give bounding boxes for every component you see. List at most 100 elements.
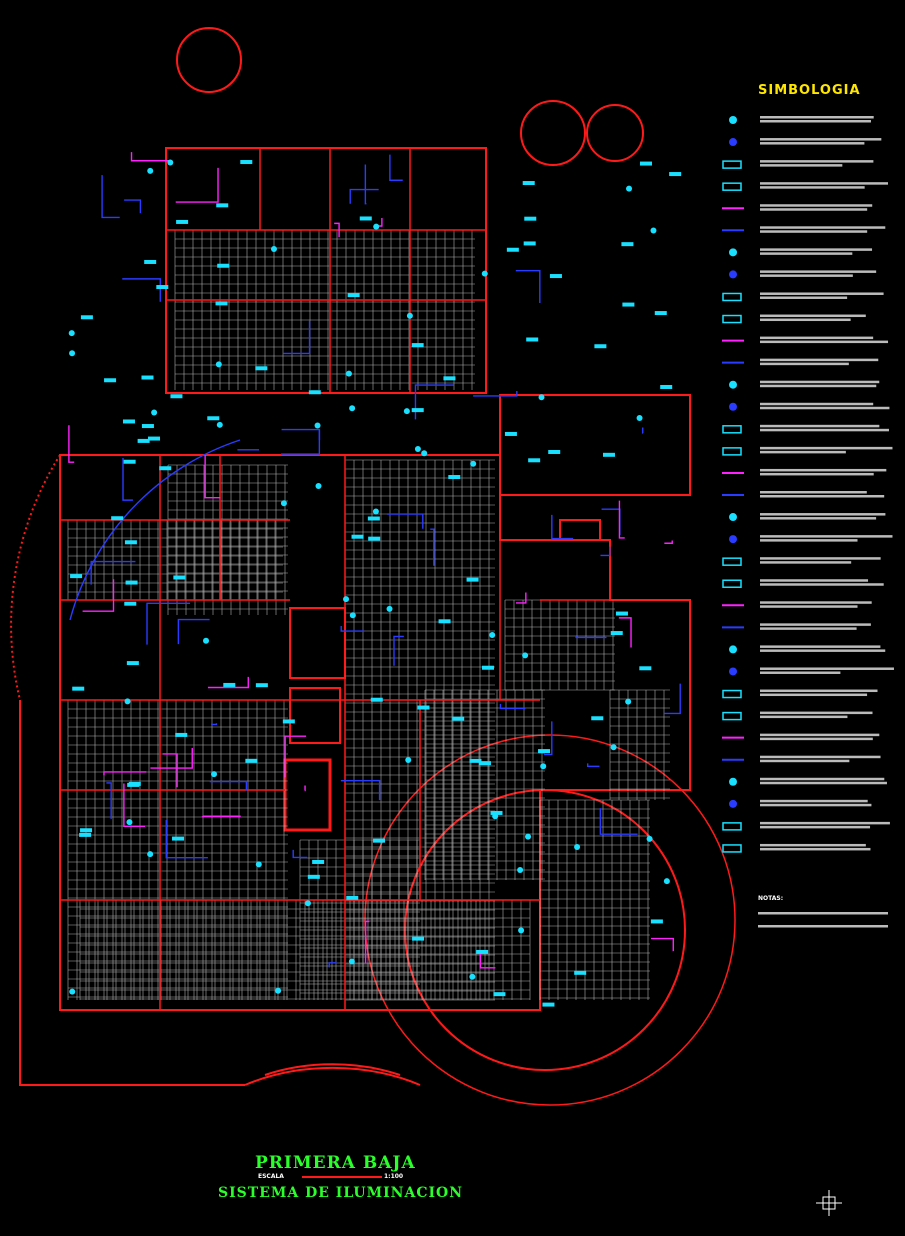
legend-symbols [722, 116, 894, 928]
legend-text-line [760, 733, 880, 737]
legend-text-line [760, 204, 873, 207]
fluorescent-fixture [245, 758, 258, 763]
fluorescent-fixture [370, 697, 383, 702]
fluorescent-fixture [538, 749, 551, 754]
downlight-fixture [663, 878, 670, 885]
fluorescent-fixture [615, 611, 628, 616]
legend-text-line [760, 781, 887, 785]
legend-title: SIMBOLOGIA [758, 83, 861, 98]
downlight-fixture [349, 405, 356, 412]
legend-text-line [760, 517, 877, 520]
downlight-fixture [650, 227, 657, 234]
fluorescent-fixture [111, 516, 124, 521]
legend-symbol [722, 579, 742, 588]
legend-text-line [760, 138, 882, 141]
legend-text-line [760, 561, 852, 564]
note-text-line [758, 912, 888, 915]
downlight-fixture [69, 988, 76, 995]
fluorescent-fixture [141, 424, 154, 429]
legend-symbol [722, 711, 742, 721]
fluorescent-fixture [347, 293, 360, 298]
fluorescent-fixture [621, 242, 634, 247]
legend-text-line [760, 645, 881, 648]
downlight-fixture [151, 409, 158, 416]
fluorescent-fixture [156, 285, 169, 290]
fluorescent-fixture [654, 311, 667, 316]
legend-symbol [722, 822, 742, 831]
fluorescent-fixture [217, 263, 230, 268]
legend-symbol [729, 270, 737, 279]
legend-text-line [760, 557, 881, 560]
downlight-fixture [343, 596, 350, 603]
rotunda [404, 789, 686, 1071]
fluorescent-fixture [172, 836, 185, 841]
fluorescent-fixture [506, 247, 519, 252]
downlight-fixture [625, 698, 632, 705]
downlight-fixture [304, 900, 311, 907]
fluorescent-fixture [79, 832, 92, 837]
upper-block [165, 147, 487, 394]
ucs-icon [816, 1190, 842, 1216]
legend-text-line [760, 318, 851, 322]
legend-text-line [760, 120, 871, 123]
fluorescent-fixture [478, 761, 491, 766]
fluorescent-fixture [282, 719, 295, 724]
fluorescent-fixture [411, 343, 424, 348]
fluorescent-fixture [669, 172, 682, 177]
fluorescent-fixture [124, 601, 137, 606]
legend-text-line [760, 270, 877, 273]
fluorescent-fixture [137, 438, 150, 443]
legend-text-line [760, 472, 874, 476]
legend-text-line [760, 186, 865, 189]
note-text-line [758, 925, 888, 928]
legend-text-line [760, 825, 871, 829]
legend-text-line [760, 248, 873, 251]
fluorescent-fixture [144, 259, 157, 264]
legend-symbol [729, 799, 737, 808]
fluorescent-fixture [650, 919, 663, 924]
fluorescent-fixture [80, 828, 93, 833]
fluorescent-fixture [542, 1002, 555, 1007]
fluorescent-fixture [526, 337, 539, 342]
legend-symbol [722, 447, 742, 456]
legend-text-line [760, 755, 881, 759]
legend-text-line [760, 627, 857, 630]
drawing-title: PRIMERA BAJA [255, 1153, 416, 1173]
fluorescent-fixture [549, 274, 562, 279]
fluorescent-fixture [147, 436, 160, 441]
legend-text-line [760, 358, 879, 362]
downlight-fixture [414, 446, 421, 453]
fluorescent-fixture [159, 466, 172, 471]
fluorescent-fixture [639, 666, 652, 671]
legend-text-line [760, 402, 874, 406]
fluorescent-fixture [125, 580, 138, 585]
fluorescent-fixture [175, 732, 188, 737]
downlight-fixture [211, 771, 218, 778]
downlight-fixture [470, 460, 477, 467]
downlight-fixture [203, 637, 210, 644]
downlight-fixture [314, 422, 321, 429]
fluorescent-fixture [412, 936, 425, 941]
legend-text-line [760, 428, 889, 432]
downlight-fixture [525, 833, 532, 840]
legend-text-line [760, 208, 868, 211]
fluorescent-fixture [255, 683, 268, 688]
downlight-fixture [386, 605, 393, 612]
fluorescent-fixture [622, 302, 635, 307]
fluorescent-fixture [591, 716, 604, 721]
fluorescent-fixture [122, 419, 135, 424]
downlight-fixture [215, 361, 222, 368]
legend-text-line [760, 226, 886, 229]
legend-text-line [760, 230, 868, 233]
drawing-subtitle: SISTEMA DE ILUMINACION [218, 1185, 464, 1201]
legend-symbol [729, 645, 737, 654]
fluorescent-fixture [481, 665, 494, 670]
fluorescent-fixture [524, 216, 537, 221]
legend-symbol [722, 689, 742, 699]
downlight-fixture [489, 631, 496, 638]
legend-text-line [760, 424, 880, 428]
fluorescent-fixture [367, 516, 380, 521]
legend-symbol [722, 314, 742, 324]
legend-text-line [760, 715, 848, 719]
